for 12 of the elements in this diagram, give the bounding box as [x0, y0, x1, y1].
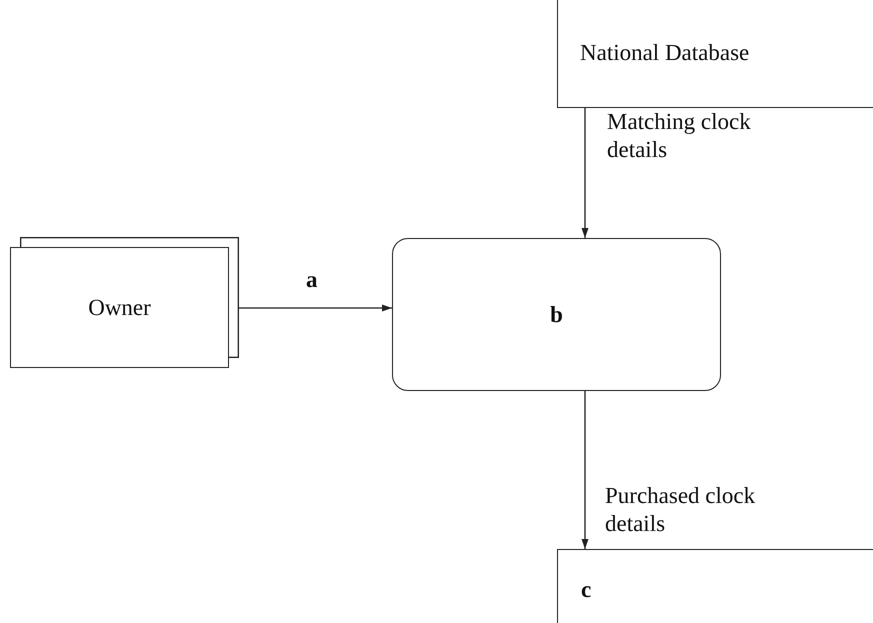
process-box	[392, 238, 721, 391]
edge-label: Matching clock details	[607, 108, 752, 164]
arrow	[582, 391, 588, 549]
data-store-box	[557, 0, 873, 108]
node-label: National Database	[580, 40, 750, 66]
edge-label: a	[306, 266, 318, 294]
node-label: b	[550, 302, 563, 328]
node-label: c	[581, 576, 592, 602]
data-store-box	[557, 549, 873, 623]
node-label: Owner	[88, 294, 151, 320]
arrow	[582, 108, 588, 238]
edge-label: Purchased clock details	[605, 482, 756, 538]
